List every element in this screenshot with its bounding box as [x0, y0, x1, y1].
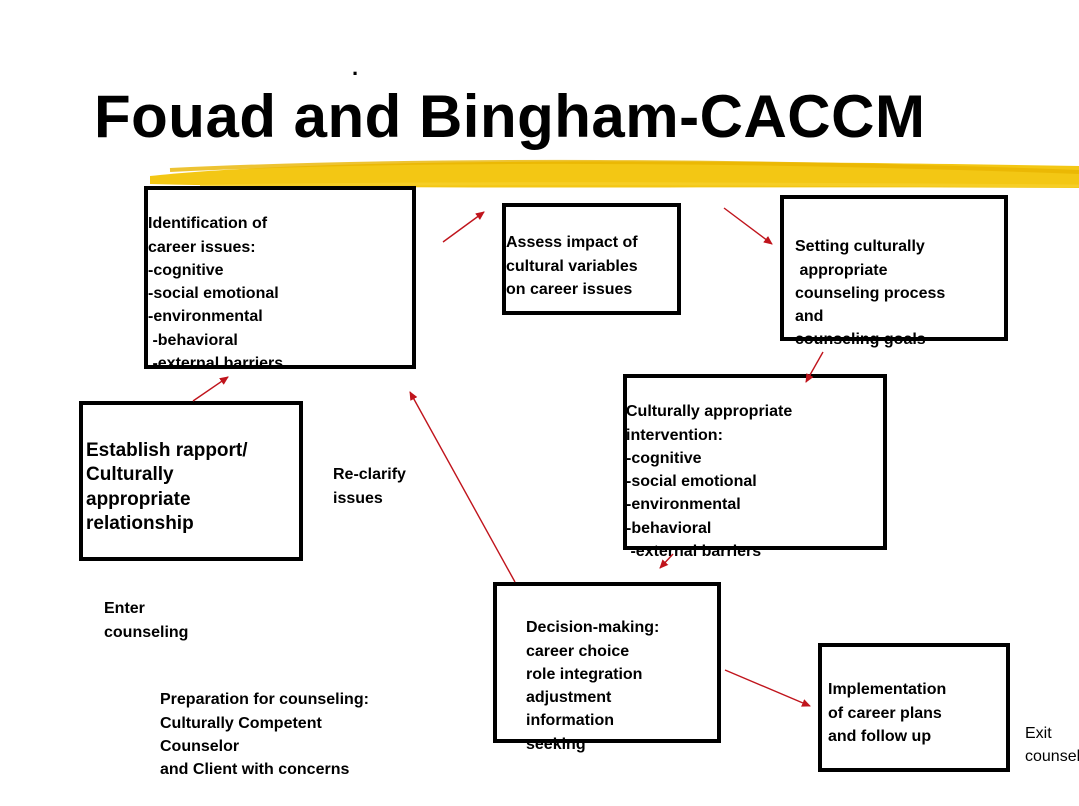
arrow-setting-to-intervention: [805, 351, 824, 383]
exit-counseling-label: Exitcounseling: [1025, 725, 1079, 765]
decision-box: [493, 582, 721, 743]
slide-title: Fouad and Bingham-CACCM: [94, 83, 926, 150]
arrow-assess-to-setting: [723, 207, 773, 245]
implementation-box: [818, 643, 1010, 772]
intervention-box: [623, 374, 887, 550]
title-dot: .: [352, 55, 359, 80]
arrow-rapport-to-identification: [192, 376, 229, 402]
rapport-box: [79, 401, 303, 561]
preparation-label: Preparation for counseling:Culturally Co…: [160, 691, 369, 779]
arrow-intervention-to-decision: [659, 553, 674, 569]
setting-box: [780, 195, 1008, 341]
identification-box: [144, 186, 416, 369]
arrow-decision-to-implementation: [724, 669, 811, 707]
arrow-decision-to-identification: [409, 391, 516, 583]
assess-box: [502, 203, 681, 315]
arrow-identification-to-assess: [442, 211, 485, 243]
